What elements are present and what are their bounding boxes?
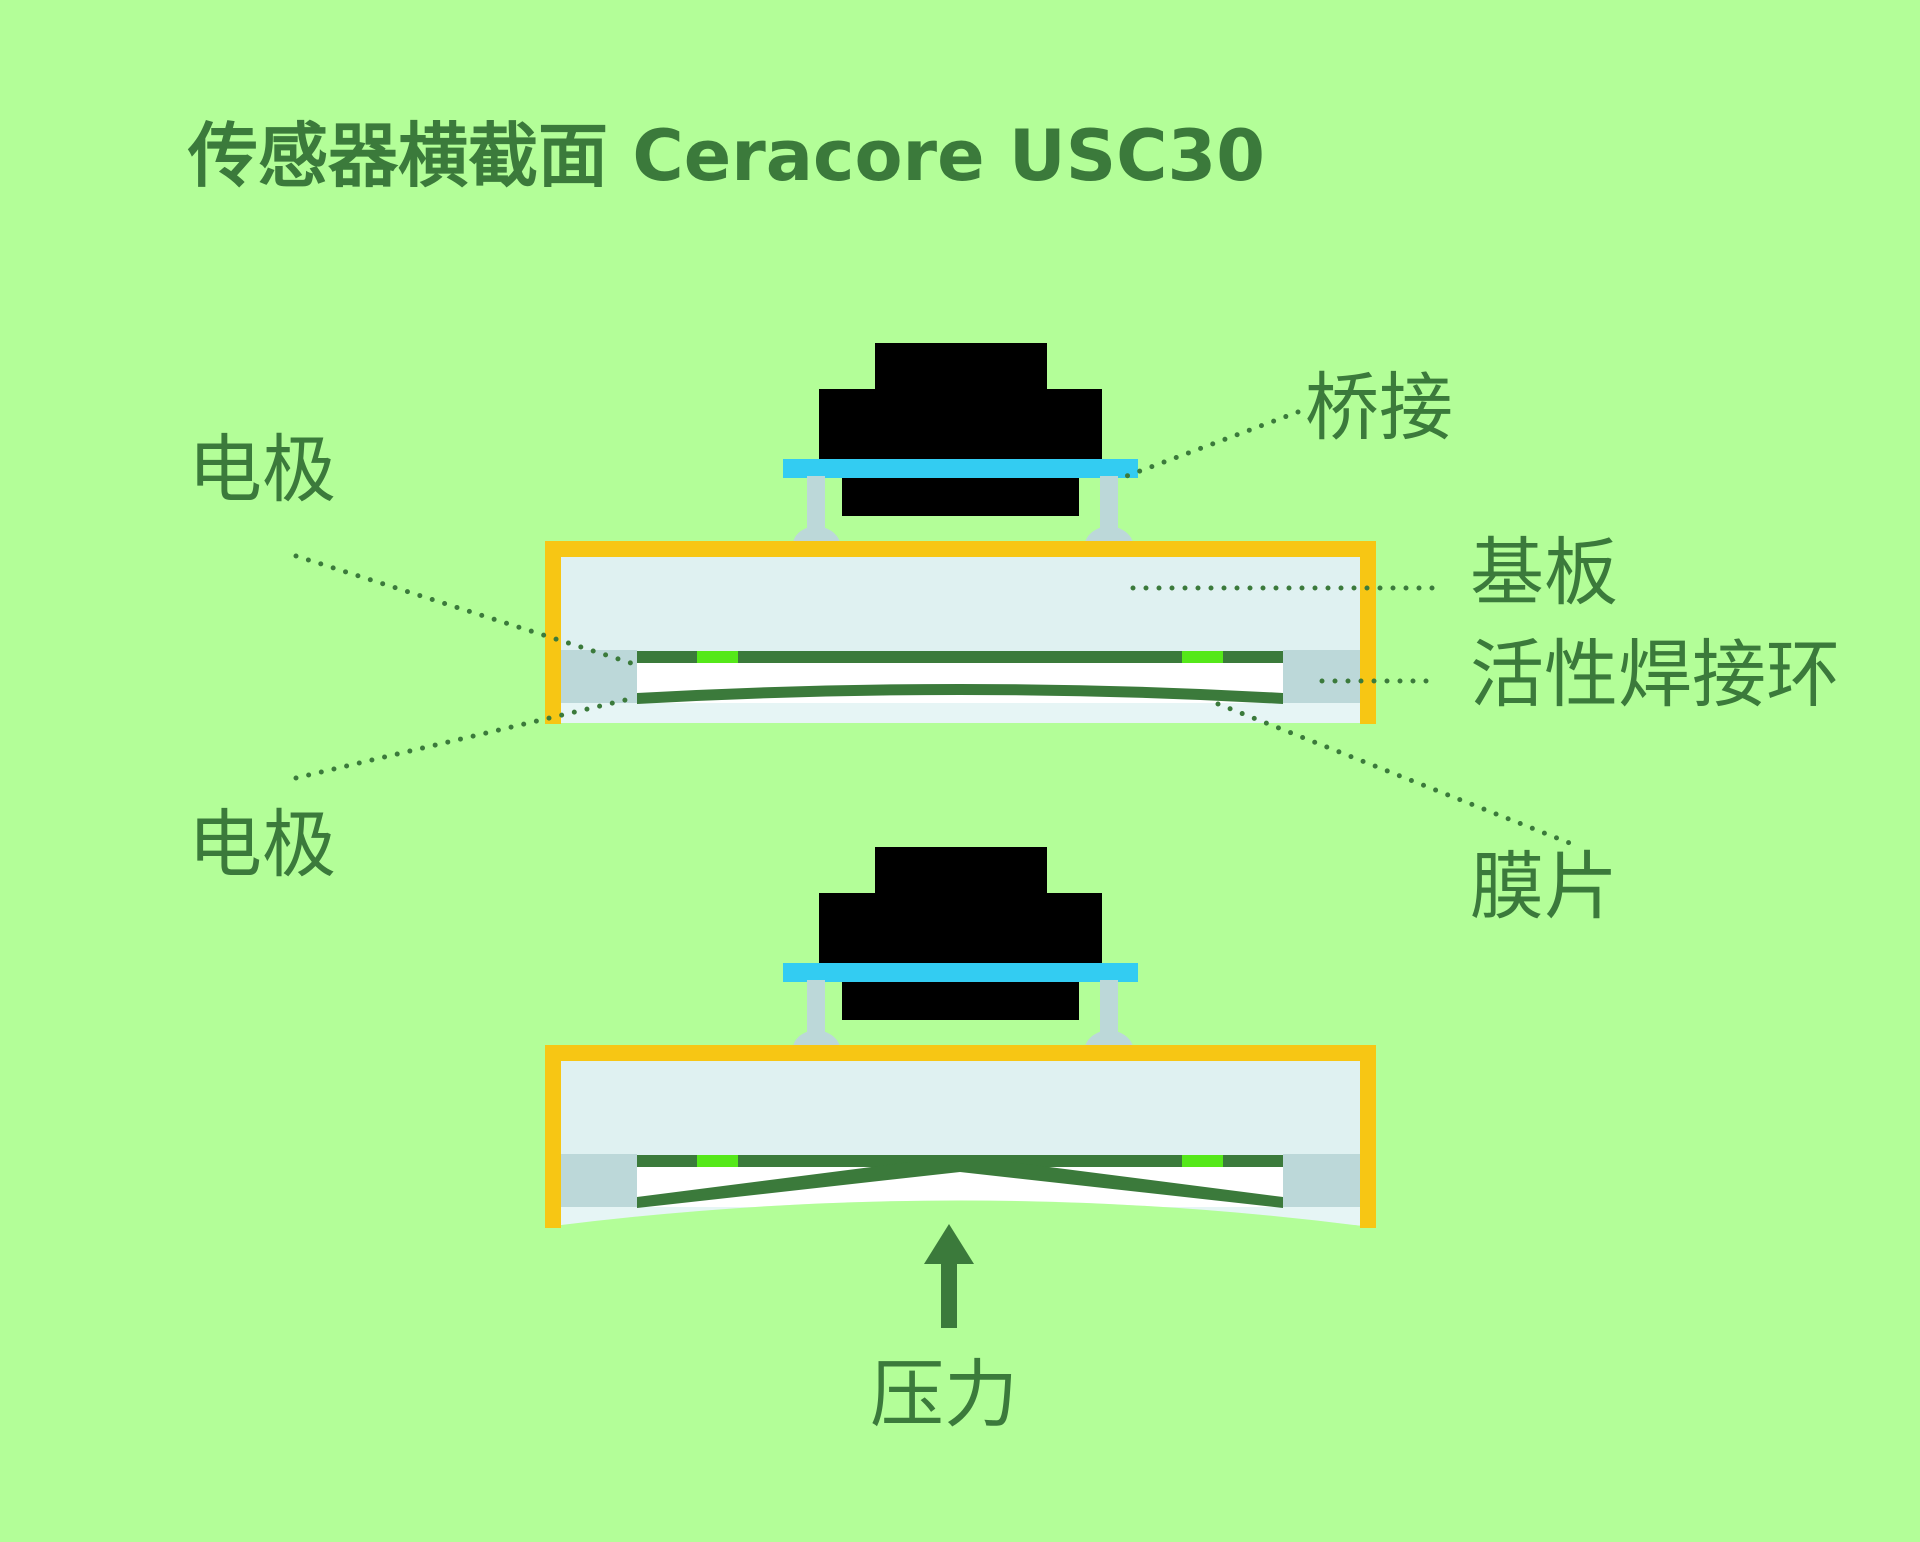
substrate-housing	[545, 541, 1376, 724]
bridge-board	[783, 459, 1138, 478]
chip-top-block	[875, 343, 1047, 391]
leader-membrane	[1215, 701, 1575, 847]
housing-frame	[545, 1045, 1376, 1228]
sensor-pressurized	[545, 847, 1376, 1328]
solder-ring-left	[560, 650, 637, 703]
electrode-lower-deflected	[637, 1162, 1283, 1208]
chip-body	[819, 893, 1102, 973]
electrode-contact-left	[697, 1155, 738, 1167]
electrode-upper	[637, 651, 1283, 663]
sensor-relaxed	[545, 343, 1376, 724]
leader-lines	[293, 409, 1575, 847]
electrode-contact-right	[1182, 651, 1223, 663]
label-electrode-bottom: 电极	[188, 802, 336, 888]
solder-ring-right	[1283, 650, 1360, 703]
bridge-pin-left	[793, 980, 840, 1046]
housing-frame	[545, 541, 1376, 724]
electrode-contact-right	[1182, 1155, 1223, 1167]
bridge-pin-right	[1085, 980, 1133, 1046]
chip-body	[819, 389, 1102, 469]
label-substrate: 基板	[1470, 530, 1618, 616]
membrane-layer	[553, 703, 1362, 723]
label-bridge: 桥接	[1305, 365, 1453, 451]
electrode-contact-left	[697, 651, 738, 663]
chip-bottom-block	[842, 978, 1079, 1020]
substrate-housing	[545, 1045, 1376, 1240]
electrode-upper	[637, 1155, 1283, 1167]
label-solder-ring: 活性焊接环	[1470, 632, 1840, 718]
pressure-arrow-icon	[924, 1224, 974, 1328]
label-electrode-top: 电极	[188, 427, 336, 513]
solder-ring-left	[560, 1154, 637, 1207]
label-pressure: 压力	[870, 1352, 1018, 1438]
bridge-component	[783, 847, 1138, 1046]
bridge-pin-right	[1085, 476, 1133, 542]
membrane-deflection-mask	[553, 1200, 1362, 1240]
diagram-title: 传感器横截面 Ceracore USC30	[188, 115, 1265, 197]
bridge-pin-left	[793, 476, 840, 542]
bridge-component	[783, 343, 1138, 542]
electrode-lower	[637, 684, 1283, 704]
leader-bridge	[1113, 409, 1301, 483]
chip-top-block	[875, 847, 1047, 895]
solder-ring-right	[1283, 1154, 1360, 1207]
label-membrane: 膜片	[1470, 844, 1618, 930]
chip-bottom-block	[842, 474, 1079, 516]
bridge-board	[783, 963, 1138, 982]
